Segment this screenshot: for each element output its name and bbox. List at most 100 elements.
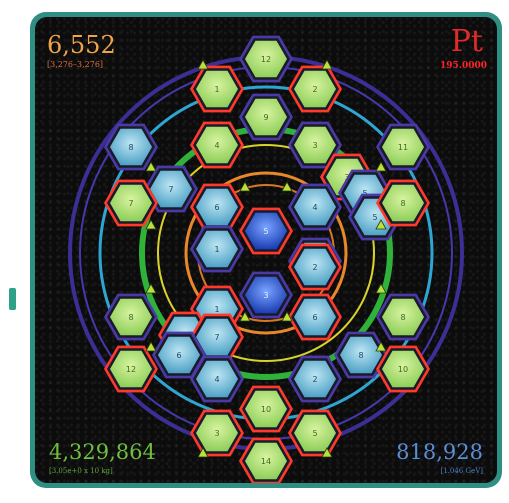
hex-tile[interactable]: 9 — [239, 93, 293, 141]
triangle-marker-icon — [375, 161, 387, 172]
hex-tile-face — [110, 350, 152, 388]
tiles-layer: 1219284331175764581562138976812681042103… — [104, 35, 430, 483]
hex-tile-face — [294, 298, 336, 336]
hex-tile[interactable]: 7 — [190, 313, 244, 361]
hex-tile[interactable]: 3 — [288, 121, 342, 169]
hex-tile-label: 4 — [214, 141, 219, 150]
hex-tile-face — [196, 126, 238, 164]
hex-tile-face — [110, 184, 152, 222]
hex-tile-face — [294, 188, 336, 226]
hex-tile[interactable]: 2 — [288, 355, 342, 403]
triangle-marker-icon — [281, 311, 293, 322]
triangle-marker-icon — [239, 311, 251, 322]
hex-tile-label: 7 — [128, 199, 133, 208]
hex-tile-label: 9 — [263, 113, 268, 122]
hex-tile[interactable]: 7 — [144, 165, 198, 213]
hex-tile-label: 2 — [312, 85, 317, 94]
hex-tile-label: 8 — [128, 313, 133, 322]
hex-tile-face — [245, 212, 287, 250]
hex-tile[interactable]: 4 — [288, 183, 342, 231]
hex-tile[interactable]: 2 — [288, 65, 342, 113]
hex-tile-label: 6 — [214, 203, 219, 212]
hex-tile[interactable]: 1 — [190, 65, 244, 113]
hex-tile-label: 8 — [400, 313, 405, 322]
hex-tile-label: 5 — [263, 227, 268, 236]
hex-tile-face — [340, 336, 382, 374]
hex-tile[interactable]: 1 — [190, 225, 244, 273]
hex-tile-label: 1 — [214, 305, 219, 314]
hex-tile-label: 2 — [312, 263, 317, 272]
hex-tile-label: 3 — [263, 291, 268, 300]
hex-tile-face — [245, 40, 287, 78]
hex-tile-label: 12 — [126, 365, 136, 374]
hex-tile-face — [245, 390, 287, 428]
hex-tile-face — [294, 70, 336, 108]
hex-tile-face — [110, 128, 152, 166]
hex-tile-face — [245, 276, 287, 314]
hex-tile[interactable]: 4 — [190, 121, 244, 169]
hex-tile-face — [196, 230, 238, 268]
triangle-marker-icon — [281, 181, 293, 192]
hex-tile-label: 10 — [261, 405, 271, 414]
mass-total-unit: [3.05e+0 x 10 kg] — [49, 467, 113, 475]
hex-tile[interactable]: 5 — [239, 207, 293, 255]
hex-tile-face — [245, 442, 287, 480]
hex-tile[interactable]: 3 — [190, 409, 244, 457]
triangle-marker-icon — [145, 283, 157, 294]
hex-tile[interactable]: 2 — [288, 243, 342, 291]
hex-tile[interactable]: 3 — [239, 271, 293, 319]
hex-tile[interactable]: 12 — [104, 345, 158, 393]
hex-tile-face — [294, 126, 336, 164]
hex-tile-face — [382, 184, 424, 222]
yellow-orbit — [157, 144, 375, 362]
triangle-marker-icon — [197, 59, 209, 70]
hex-tile[interactable]: 8 — [104, 123, 158, 171]
triangle-marker-icon — [321, 447, 333, 458]
energy-unit: [1.046 GeV] — [440, 467, 483, 475]
hex-tile[interactable]: 6 — [152, 331, 206, 379]
hex-tile-label: 8 — [358, 351, 363, 360]
hex-tile-face — [150, 170, 192, 208]
triangle-marker-icon — [375, 219, 387, 230]
hex-tile-face — [196, 414, 238, 452]
hex-tile-label: 8 — [400, 199, 405, 208]
hex-tile[interactable]: 4 — [190, 355, 244, 403]
hex-tile-face — [196, 70, 238, 108]
hex-tile[interactable]: 11 — [376, 123, 430, 171]
hex-tile[interactable]: 6 — [288, 293, 342, 341]
game-frame: 1219284331175764581562138976812681042103… — [30, 12, 502, 488]
hex-tile[interactable]: 12 — [239, 35, 293, 83]
hex-tile[interactable]: 10 — [239, 385, 293, 433]
triangle-marker-icon — [145, 341, 157, 352]
hex-tile-face — [158, 336, 200, 374]
hex-tile[interactable]: 6 — [190, 183, 244, 231]
hex-tile-face — [294, 360, 336, 398]
hex-tile[interactable]: 8 — [104, 293, 158, 341]
hex-tile-label: 3 — [214, 429, 219, 438]
triangle-marker-icon — [375, 341, 387, 352]
hex-tile-face — [245, 98, 287, 136]
hex-tile[interactable]: 14 — [239, 437, 293, 483]
score-range: [3,276–3,276] — [47, 60, 104, 69]
element-mass: 195.0000 — [440, 61, 487, 71]
hex-tile-face — [196, 188, 238, 226]
hex-tile-label: 4 — [312, 203, 317, 212]
triangle-marker-icon — [197, 447, 209, 458]
hex-tile[interactable]: 8 — [334, 331, 388, 379]
mass-total-value: 4,329,864 — [49, 440, 156, 464]
hex-tile-label: 14 — [261, 457, 271, 466]
hex-tile-label: 7 — [168, 185, 173, 194]
hex-tile[interactable]: 8 — [376, 293, 430, 341]
hex-tile[interactable]: 8 — [376, 179, 430, 227]
hex-tile[interactable]: 10 — [376, 345, 430, 393]
hex-tile-label: 12 — [261, 55, 271, 64]
energy-value: 818,928 — [396, 440, 483, 464]
triangle-marker-icon — [321, 59, 333, 70]
hex-tile-label: 1 — [214, 85, 219, 94]
hex-tile[interactable]: 5 — [288, 409, 342, 457]
hex-tile-label: 4 — [214, 375, 219, 384]
side-marker-icon — [9, 288, 16, 310]
hex-tile-face — [382, 298, 424, 336]
hex-tile[interactable]: 7 — [104, 179, 158, 227]
triangle-marker-icon — [145, 161, 157, 172]
